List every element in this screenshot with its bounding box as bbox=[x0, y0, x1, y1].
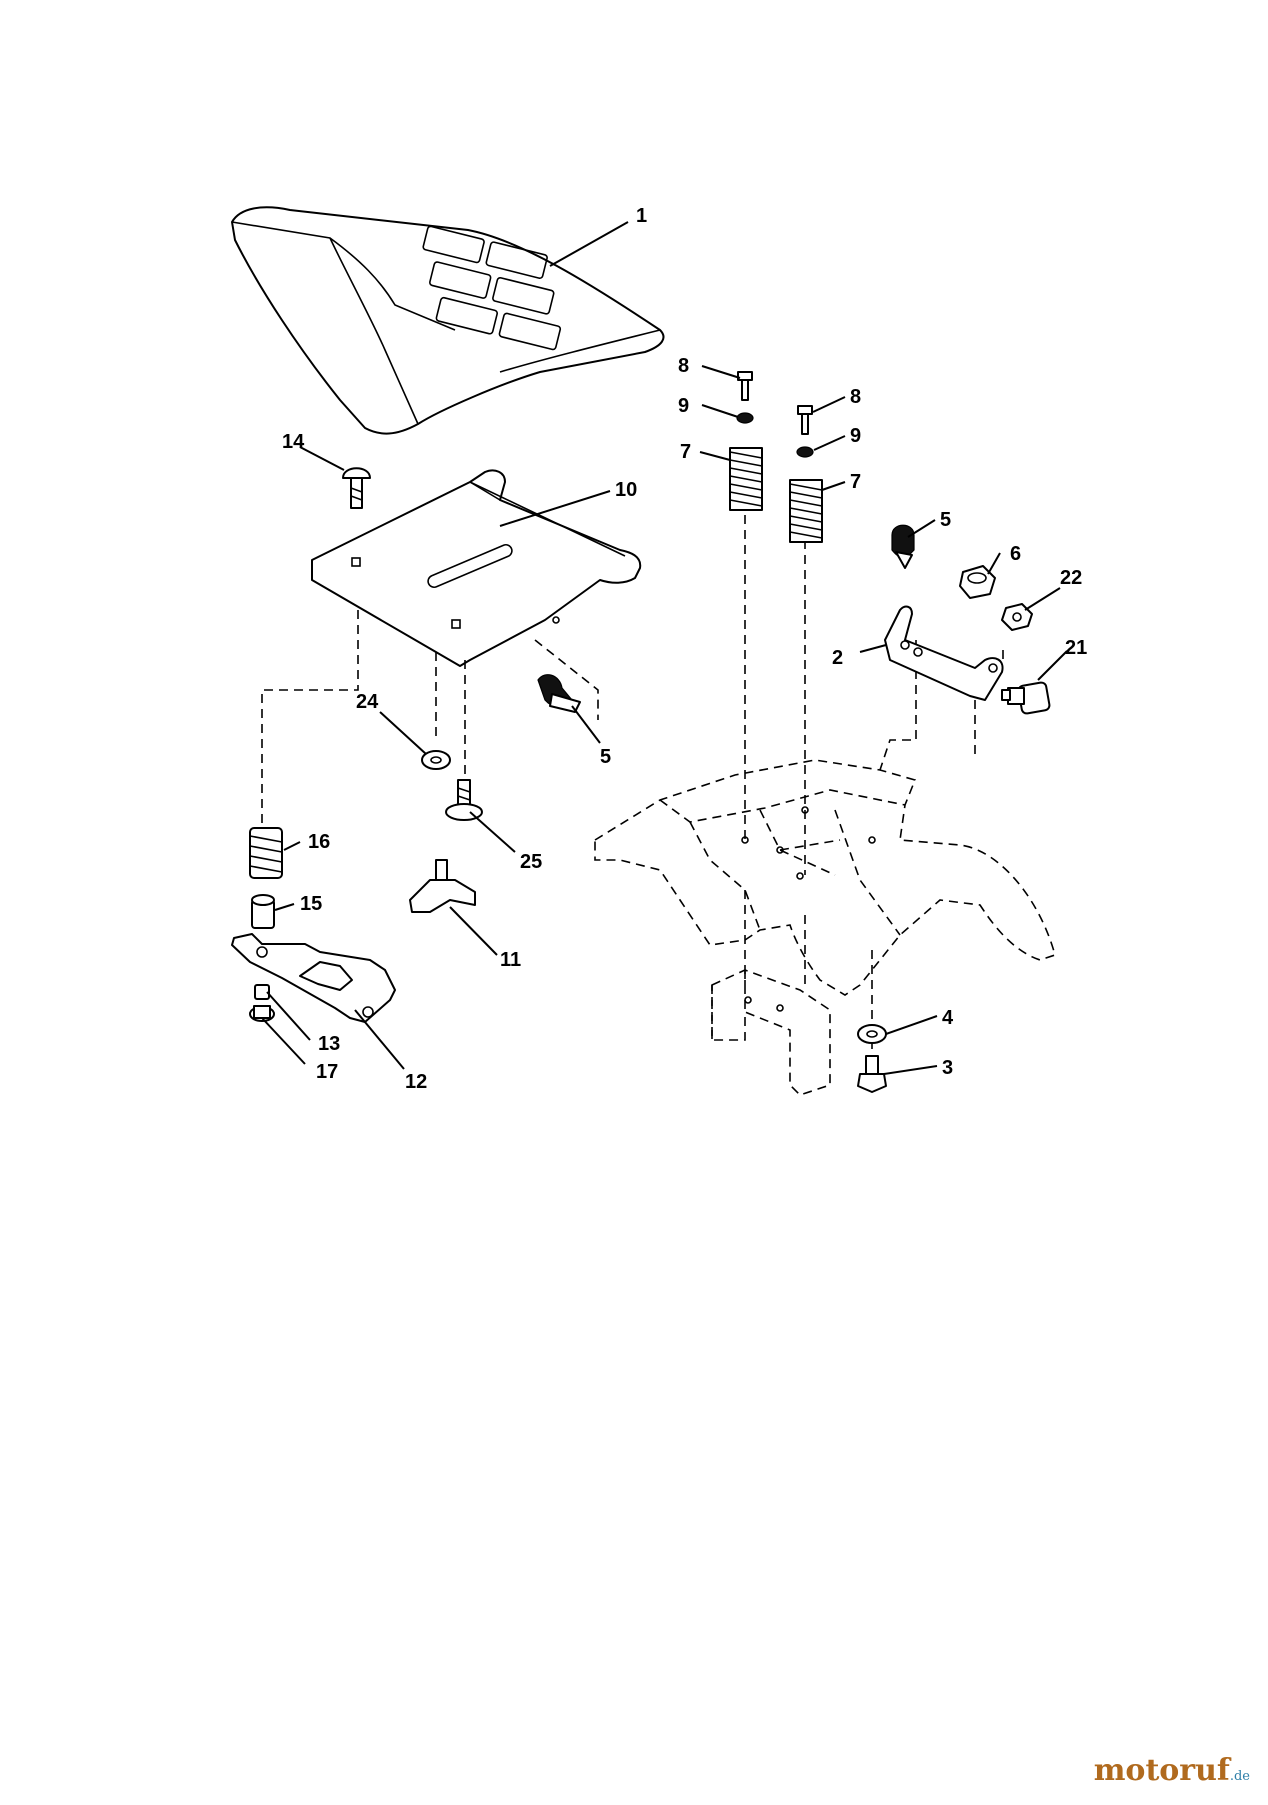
washer-right bbox=[796, 446, 814, 458]
callout-7b: 7 bbox=[850, 471, 861, 493]
clip-upper bbox=[891, 524, 915, 569]
callout-22: 22 bbox=[1060, 567, 1082, 589]
callout-21: 21 bbox=[1065, 637, 1087, 659]
flange-nut bbox=[254, 984, 270, 1000]
seat-pan bbox=[311, 469, 642, 667]
callout-13: 13 bbox=[318, 1033, 340, 1055]
spring-left bbox=[729, 447, 763, 511]
callout-15: 15 bbox=[300, 893, 322, 915]
callout-11: 11 bbox=[500, 949, 521, 971]
bolt-left bbox=[737, 371, 753, 401]
bolt-right bbox=[797, 405, 813, 435]
lock-nut bbox=[959, 565, 996, 599]
callout-25: 25 bbox=[520, 851, 542, 873]
shoulder-bolt bbox=[1001, 681, 1051, 715]
spacer-bushing bbox=[251, 894, 275, 929]
carriage-bolt bbox=[342, 467, 371, 509]
watermark-tld: .de bbox=[1229, 1769, 1250, 1784]
callout-3: 3 bbox=[942, 1057, 953, 1079]
callout-9a: 9 bbox=[678, 395, 689, 417]
callout-7a: 7 bbox=[680, 441, 691, 463]
watermark-logo: motoruf.de bbox=[1094, 1753, 1250, 1788]
washer-left bbox=[736, 412, 754, 424]
callout-12: 12 bbox=[405, 1071, 427, 1093]
callout-24: 24 bbox=[356, 691, 379, 713]
pivot-bracket bbox=[884, 605, 1004, 701]
callout-8a: 8 bbox=[678, 355, 689, 377]
slide-plate bbox=[231, 933, 396, 1023]
adjustment-knob bbox=[409, 859, 476, 913]
frame-bolt bbox=[857, 1055, 887, 1093]
shoulder-screw bbox=[445, 779, 483, 821]
callout-17: 17 bbox=[316, 1061, 338, 1083]
clip-lower bbox=[537, 674, 581, 713]
callout-14: 14 bbox=[282, 431, 305, 453]
callout-6: 6 bbox=[1010, 543, 1021, 565]
callout-4: 4 bbox=[942, 1007, 954, 1029]
seat bbox=[231, 206, 665, 435]
callout-8b: 8 bbox=[850, 386, 861, 408]
callout-labels: 1 2 3 4 5 5 6 7 7 8 8 9 9 10 11 12 13 14… bbox=[282, 205, 1087, 1093]
tractor-frame bbox=[594, 759, 1056, 1096]
callout-16: 16 bbox=[308, 831, 330, 853]
watermark-text: motoruf bbox=[1093, 1753, 1230, 1788]
callout-1: 1 bbox=[636, 205, 647, 227]
compression-spring bbox=[249, 827, 283, 879]
callout-2: 2 bbox=[832, 647, 843, 669]
callout-9b: 9 bbox=[850, 425, 861, 447]
spring-right bbox=[789, 479, 823, 543]
frame-washer bbox=[857, 1024, 887, 1044]
hex-nut bbox=[1001, 603, 1033, 631]
leader-lines bbox=[261, 221, 1068, 1075]
callout-10: 10 bbox=[615, 479, 637, 501]
callout-5b: 5 bbox=[600, 746, 611, 768]
flat-washer bbox=[421, 750, 451, 770]
callout-5a: 5 bbox=[940, 509, 951, 531]
washer-nut bbox=[249, 1005, 275, 1022]
